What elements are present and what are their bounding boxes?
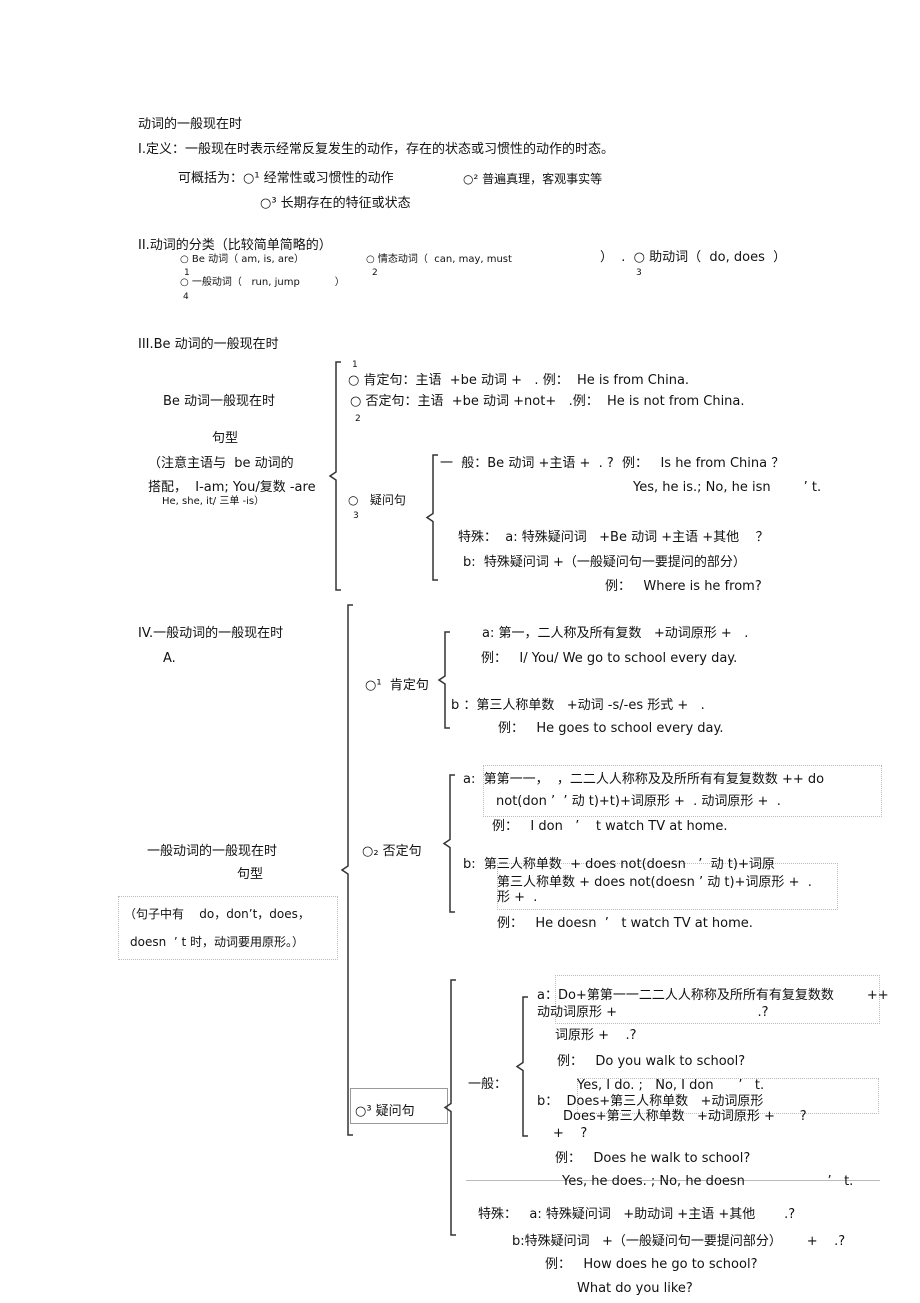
note-text: （句子中有 do，don’t，does，	[124, 907, 310, 921]
affirmative-rule-b: b ：第三人称单数 +动词 -s/-es 形式 + .	[451, 698, 705, 713]
number-label: 3	[636, 268, 642, 278]
section-2-heading: II.动词的分类（比较简单简略的）	[138, 238, 332, 253]
curly-bracket	[437, 631, 450, 729]
section-3-heading: III.Be 动词的一般现在时	[138, 337, 279, 352]
text-box	[497, 863, 838, 910]
verb-type-modal: ○ 情态动词（ can, may, must	[366, 254, 512, 265]
general-question-label: 一般：	[468, 1077, 508, 1092]
special-example: 例： How does he go to school?	[545, 1257, 758, 1272]
number-label: 1	[184, 268, 190, 278]
special-question-b: b:特殊疑问词 +（一般疑问句一要提问部分） + .?	[512, 1234, 846, 1249]
be-pattern-label: 句型	[212, 431, 239, 446]
verb-type-be: ○ Be 动词（ am, is, are）	[180, 254, 305, 265]
question-rule-b-cont: Does+第三人称单数 +动词原形 + ?	[563, 1109, 807, 1124]
subsection-a: A.	[163, 651, 176, 666]
question-example-b: 例： Does he walk to school?	[555, 1151, 751, 1166]
negative-rule-a: a: 第第一一， ，二二人人称称及及所所有有复复数数 ++ do	[463, 772, 825, 787]
question-rule-a: a：Do+第第一一二二人人称称及所所有有复复数数 ++	[537, 988, 889, 1003]
summary-item-3: ○³ 长期存在的特征或状态	[260, 196, 411, 211]
be-question-label: ○ 疑问句	[348, 493, 406, 507]
negative-example-a: 例： I don ’ t watch TV at home.	[492, 819, 728, 834]
section-1-definition: I.定义：一般现在时表示经常反复发生的动作，存在的状态或习惯性的动作的时态。	[138, 142, 614, 157]
negative-example-b: 例： He doesn ’ t watch TV at home.	[497, 916, 753, 931]
question-example-a: 例： Do you walk to school?	[557, 1054, 746, 1069]
be-special-question-b: b: 特殊疑问词 +（一般疑问句一要提问的部分）	[463, 555, 746, 570]
question-rule-a-cont: 动动词原形 + .?	[537, 1005, 769, 1020]
question-label: ○³ 疑问句	[355, 1104, 415, 1119]
affirmative-rule-a: a: 第一，二人称及所有复数 +动词原形 + .	[482, 626, 749, 641]
text-box	[555, 975, 880, 1024]
be-negative: ○ 否定句：主语 +be 动词 +not+ .例： He is not from…	[350, 394, 745, 409]
question-answer-b: Yes, he does. ; No, he doesn ’ t.	[562, 1174, 854, 1189]
note-text: doesn ’ t 时，动词要用原形。）	[130, 935, 304, 949]
special-question-a: 特殊： a: 特殊疑问词 +助动词 +主语 +其他 .?	[478, 1207, 796, 1222]
curly-bracket	[340, 604, 353, 1136]
be-note: 搭配， I-am; You/复数 -are	[148, 480, 316, 495]
note-box	[118, 896, 338, 960]
summary-item-2: ○² 普遍真理，客观事实等	[463, 172, 603, 186]
negative-rule-b-cont: 形 + .	[497, 890, 538, 905]
negative-label: ○₂ 否定句	[362, 844, 422, 859]
be-note: He, she, it/ 三单 -is）	[162, 496, 265, 507]
negative-rule-b: b: 第三人称单数 + does not(doesn ’ 动 t)+词原	[463, 857, 775, 872]
question-rule-a-cont: 词原形 + .?	[555, 1028, 637, 1043]
number-label: 1	[352, 360, 358, 370]
be-pattern-label: Be 动词一般现在时	[163, 394, 276, 409]
special-example: What do you like?	[577, 1281, 693, 1296]
affirmative-example-a: 例： I/ You/ We go to school every day.	[481, 651, 738, 666]
curly-bracket	[425, 454, 438, 581]
be-affirmative: ○ 肯定句：主语 +be 动词 + . 例： He is from China.	[348, 373, 690, 388]
be-note: （注意主语与 be 动词的	[148, 456, 294, 471]
verb-type-general: ○ 一般动词（ run, jump ）	[180, 277, 345, 288]
negative-rule-a-cont: not(don ’ ’ 动 t)+t)+词原形 + . 动词原形 + .	[496, 794, 781, 809]
number-label: 4	[183, 292, 189, 302]
verb-type-auxiliary: ） . ○ 助动词（ do, does ）	[600, 250, 787, 265]
doc-title: 动词的一般现在时	[138, 117, 243, 132]
question-rule-b: b： Does+第三人称单数 +动词原形	[537, 1094, 764, 1109]
number-label: 2	[355, 414, 361, 424]
be-special-example: 例： Where is he from?	[605, 579, 762, 594]
question-rule-b-cont: + ?	[553, 1126, 588, 1141]
be-general-question: 一 般：Be 动词 +主语 + . ? 例： Is he from China …	[440, 456, 785, 471]
affirmative-example-b: 例： He goes to school every day.	[498, 721, 724, 736]
question-answer-a: Yes, I do. ; No, I don ’ t.	[577, 1078, 765, 1093]
curly-bracket	[442, 774, 455, 913]
general-pattern-label: 句型	[237, 867, 264, 882]
number-label: 2	[372, 268, 378, 278]
general-pattern-label: 一般动词的一般现在时	[147, 844, 278, 859]
text-box	[577, 1078, 879, 1114]
be-general-answer: Yes, he is.; No, he isn ’ t.	[633, 480, 822, 495]
curly-bracket	[515, 996, 528, 1137]
negative-rule-b-cont: 第三人称单数 + does not(doesn ’ 动 t)+词原形 + .	[497, 875, 812, 890]
section-4-heading: IV.一般动词的一般现在时	[138, 626, 284, 641]
curly-bracket	[328, 361, 341, 591]
divider-line	[466, 1180, 880, 1181]
number-label: 3	[353, 511, 359, 521]
be-special-question-a: 特殊： a: 特殊疑问词 +Be 动词 +主语 +其他 ？	[458, 530, 769, 545]
summary-item-1: 可概括为：○¹ 经常性或习惯性的动作	[178, 171, 394, 186]
text-box	[483, 765, 882, 817]
curly-bracket	[443, 979, 456, 1236]
affirmative-label: ○¹ 肯定句	[365, 678, 429, 693]
